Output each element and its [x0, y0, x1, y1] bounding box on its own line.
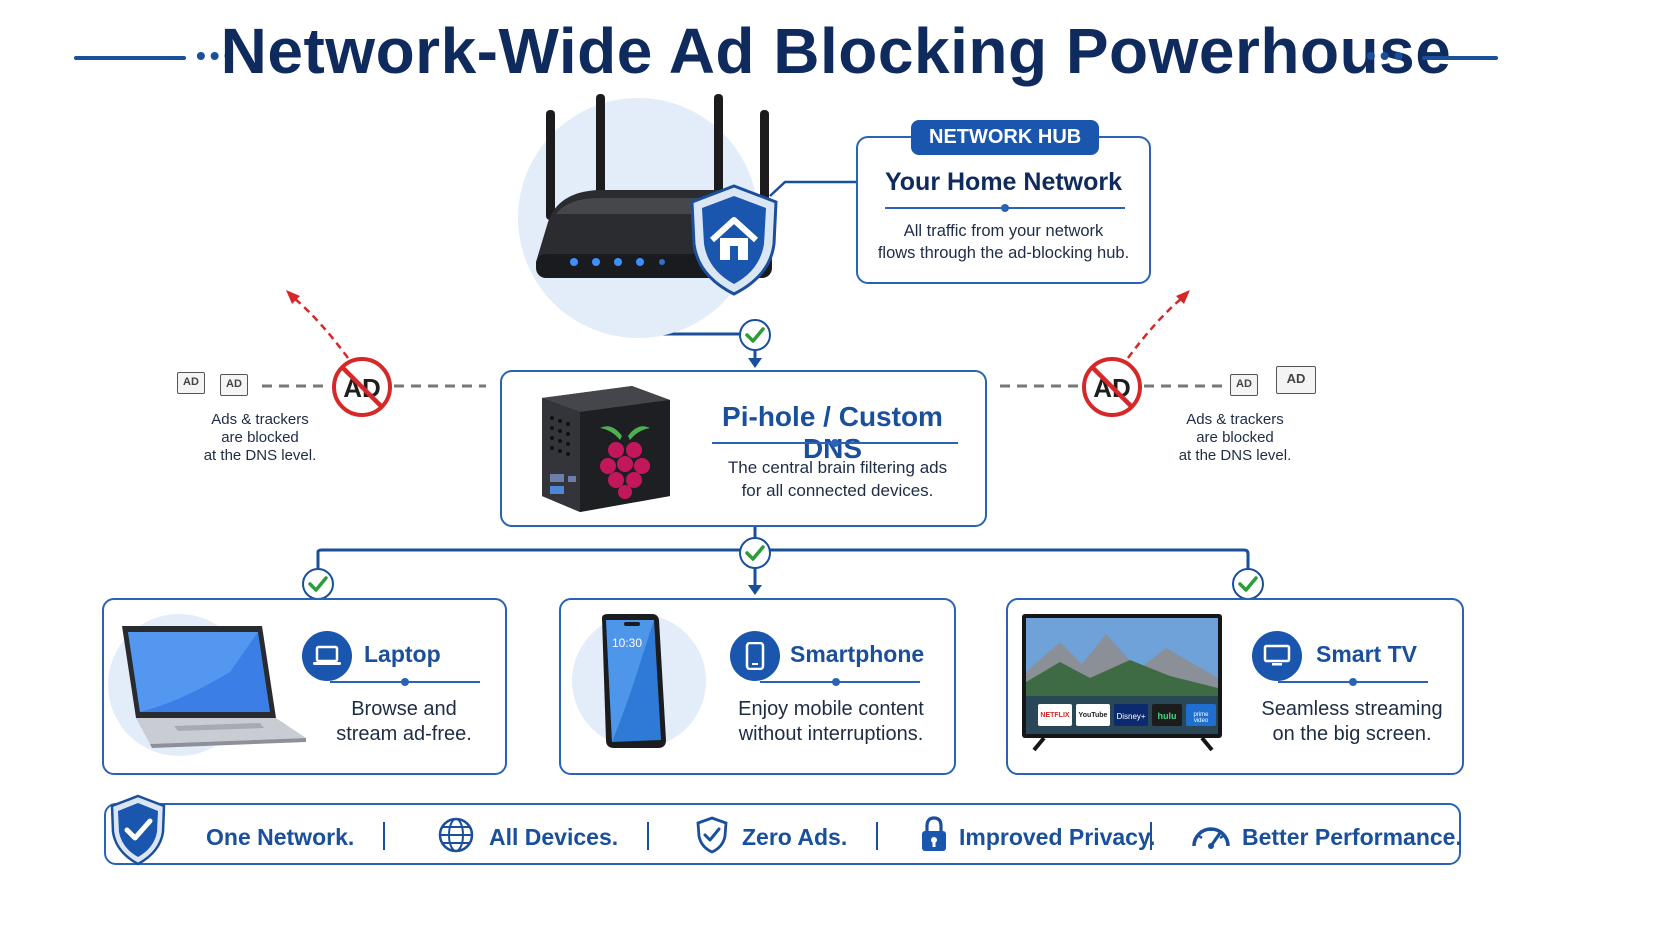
tv-app-hulu: hulu [1157, 711, 1177, 721]
tv-icon [1252, 631, 1302, 681]
shield-check-icon [108, 794, 168, 871]
smartphone-desc-line1: Enjoy mobile content [738, 698, 924, 720]
check-icon [738, 536, 772, 575]
blocked-right-line2: are blocked [1196, 429, 1274, 446]
separator [647, 822, 649, 850]
blocked-left-line1: Ads & trackers [211, 411, 309, 428]
smartphone-icon [730, 631, 780, 681]
home-shield-icon [688, 182, 780, 303]
laptop-desc-line1: Browse and [351, 698, 457, 720]
divider-dot [401, 678, 409, 686]
phone-clock: 10:30 [612, 636, 643, 650]
title-dots-left: ••• [196, 40, 238, 71]
divider [760, 681, 920, 683]
title-dots-right: ••• [1366, 40, 1408, 71]
page-title: Network-Wide Ad Blocking Powerhouse [220, 15, 1452, 87]
blocked-left-line3: at the DNS level. [203, 447, 317, 464]
tv-app-netflix: NETFLIX [1040, 712, 1070, 719]
network-hub-desc-line2: flows through the ad-blocking hub. [877, 244, 1130, 262]
laptop-icon [302, 631, 352, 681]
laptop-heading: Laptop [364, 641, 441, 667]
smart-tv-desc-line1: Seamless streaming [1261, 698, 1443, 720]
tv-app-prime: prime video [1193, 712, 1209, 724]
no-ads-icon: AD [1080, 355, 1144, 424]
blocked-left-line2: are blocked [221, 429, 299, 446]
blocked-right-line3: at the DNS level. [1178, 447, 1292, 464]
separator [383, 822, 385, 850]
benefit-better-performance: Better Performance. [1242, 824, 1462, 850]
dns-heading: Pi-hole / Custom DNS [722, 401, 943, 464]
title-rule-right [1422, 56, 1498, 60]
network-hub-badge: NETWORK HUB [911, 120, 1100, 155]
ad-window-icon: AD [220, 374, 248, 396]
laptop-image [110, 622, 310, 759]
ad-window-icon: AD [1276, 366, 1316, 394]
benefit-zero-ads: Zero Ads. [742, 824, 848, 850]
benefit-one-network: One Network. [206, 824, 355, 850]
dns-desc-line2: for all connected devices. [741, 481, 934, 500]
divider-dot [1001, 204, 1009, 212]
title-rule-left [74, 56, 186, 60]
laptop-desc-line2: stream ad-free. [336, 723, 472, 745]
divider-dot [831, 439, 839, 447]
benefit-improved-privacy: Improved Privacy. [959, 824, 1156, 850]
divider-dot [1349, 678, 1357, 686]
check-icon [738, 318, 772, 357]
network-hub-heading: Your Home Network [884, 168, 1123, 196]
benefits-bar [104, 803, 1461, 865]
smart-tv-heading: Smart TV [1316, 641, 1417, 667]
shield-check-icon [695, 816, 729, 859]
divider-dot [832, 678, 840, 686]
smart-tv-image [1020, 612, 1226, 757]
smartphone-desc-line2: without interruptions. [738, 723, 924, 745]
tv-app-disney: Disney+ [1116, 712, 1146, 721]
blocked-right-line1: Ads & trackers [1186, 411, 1284, 428]
ad-window-icon: AD [1230, 374, 1258, 396]
lock-icon [920, 815, 948, 858]
speedometer-icon [1190, 818, 1232, 855]
smartphone-image [594, 612, 672, 757]
tv-app-youtube: YouTube [1078, 712, 1108, 719]
ad-window-icon: AD [177, 372, 205, 394]
smartphone-heading: Smartphone [790, 641, 925, 667]
smart-tv-desc-line2: on the big screen. [1272, 723, 1432, 745]
raspberry-pi-device-image [520, 378, 676, 523]
globe-icon [437, 816, 475, 859]
separator [876, 822, 878, 850]
benefit-all-devices: All Devices. [489, 824, 619, 850]
network-hub-desc-line1: All traffic from your network [903, 222, 1104, 240]
network-hub-card [856, 136, 1151, 284]
dns-desc-line1: The central brain filtering ads [727, 458, 948, 477]
separator [1150, 822, 1152, 850]
no-ads-icon: AD [330, 355, 394, 424]
